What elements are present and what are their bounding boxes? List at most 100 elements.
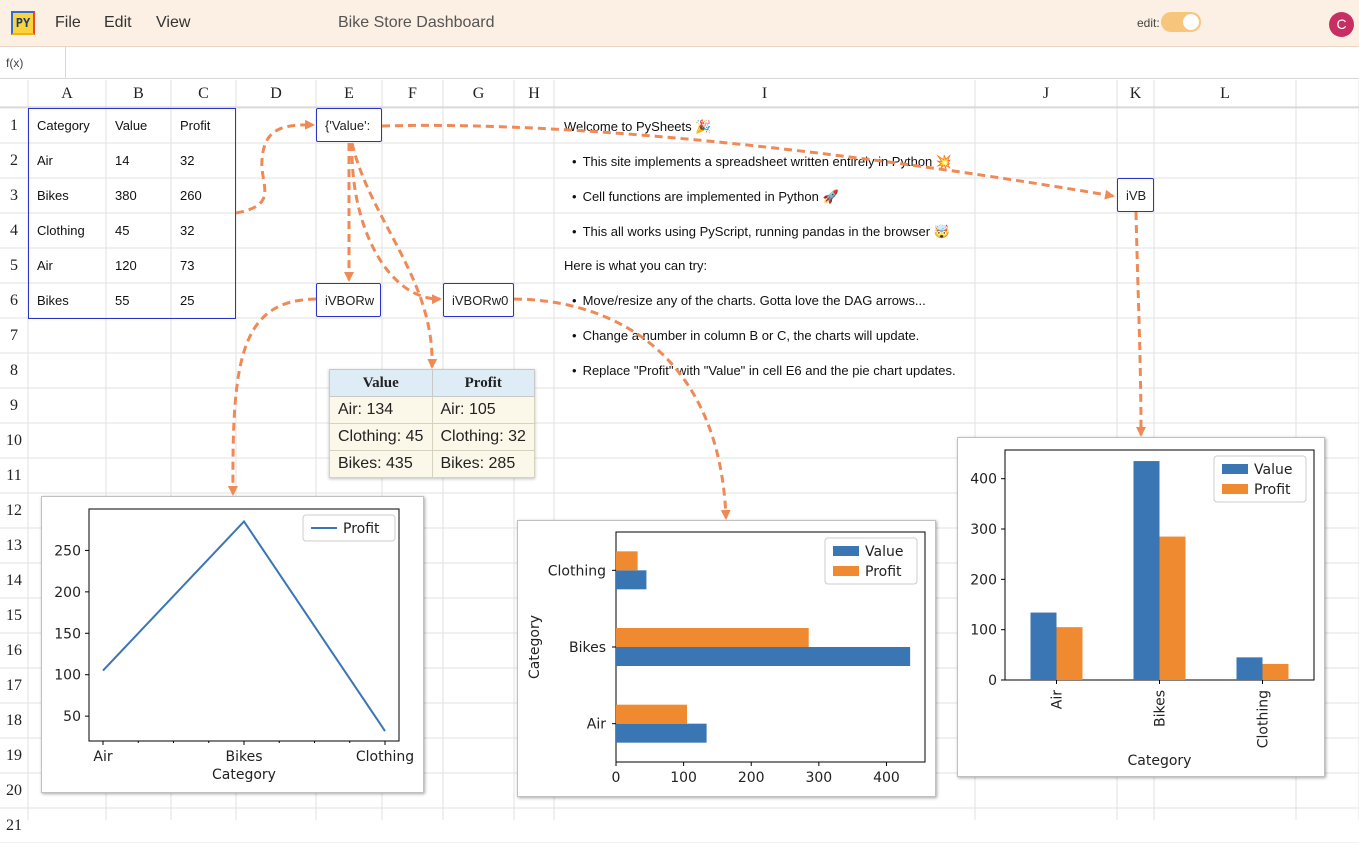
table-cell[interactable]: Bikes xyxy=(37,293,69,308)
y-tick-label: 50 xyxy=(63,709,81,725)
try-heading: Here is what you can try: xyxy=(564,258,707,273)
row-header-6[interactable]: 6 xyxy=(0,283,28,318)
menu-file[interactable]: File xyxy=(55,14,81,32)
column-header-h[interactable]: H xyxy=(514,80,554,107)
column-header-j[interactable]: J xyxy=(975,80,1117,107)
column-header-k[interactable]: K xyxy=(1117,80,1154,107)
summary-cell: Air: 105 xyxy=(432,397,535,424)
table-cell[interactable]: 55 xyxy=(115,293,129,308)
table-header-cell[interactable]: Category xyxy=(37,118,90,133)
x-axis-label: Category xyxy=(1128,753,1192,769)
column-header-l[interactable]: L xyxy=(1154,80,1296,107)
column-header-a[interactable]: A xyxy=(28,80,106,107)
row-header-21[interactable]: 21 xyxy=(0,808,28,843)
summary-header-value: Value xyxy=(330,370,433,397)
table-cell[interactable]: Bikes xyxy=(37,188,69,203)
table-cell[interactable]: Air xyxy=(37,153,53,168)
data-range-selection[interactable] xyxy=(28,108,236,319)
column-header-g[interactable]: G xyxy=(443,80,514,107)
cell-k3[interactable]: iVB xyxy=(1117,178,1154,212)
bar-profit xyxy=(1160,537,1186,680)
column-header-d[interactable]: D xyxy=(236,80,316,107)
x-tick-label: 0 xyxy=(612,770,621,786)
bar-profit xyxy=(616,705,687,724)
legend-label: Profit xyxy=(865,564,902,580)
y-tick-label: 150 xyxy=(54,626,81,642)
x-tick-label: 300 xyxy=(805,770,832,786)
row-header-18[interactable]: 18 xyxy=(0,703,28,738)
formula-input[interactable] xyxy=(70,51,1350,75)
menu-view[interactable]: View xyxy=(156,14,190,32)
summary-cell: Bikes: 285 xyxy=(432,451,535,478)
bar-value xyxy=(616,570,646,589)
table-cell[interactable]: 32 xyxy=(180,153,194,168)
table-cell[interactable]: 32 xyxy=(180,223,194,238)
summary-cell: Bikes: 435 xyxy=(330,451,433,478)
table-header-cell[interactable]: Value xyxy=(115,118,147,133)
cell-g6[interactable]: iVBORw0 xyxy=(443,283,514,317)
row-header-8[interactable]: 8 xyxy=(0,353,28,388)
y-tick-label: Air xyxy=(587,717,606,733)
column-header-b[interactable]: B xyxy=(106,80,171,107)
table-cell[interactable]: 73 xyxy=(180,258,194,273)
row-header-10[interactable]: 10 xyxy=(0,423,28,458)
row-header-13[interactable]: 13 xyxy=(0,528,28,563)
table-cell[interactable]: 380 xyxy=(115,188,137,203)
pysheets-logo-icon[interactable]: PY xyxy=(11,11,35,35)
user-avatar[interactable]: C xyxy=(1329,12,1354,37)
y-tick-label: 300 xyxy=(970,522,997,538)
table-cell[interactable]: 45 xyxy=(115,223,129,238)
row-header-15[interactable]: 15 xyxy=(0,598,28,633)
table-cell[interactable]: 14 xyxy=(115,153,129,168)
row-header-19[interactable]: 19 xyxy=(0,738,28,773)
row-header-5[interactable]: 5 xyxy=(0,248,28,283)
toggle-knob xyxy=(1183,14,1199,30)
cell-e1[interactable]: {'Value': xyxy=(316,108,382,142)
row-header-9[interactable]: 9 xyxy=(0,388,28,423)
summary-cell: Clothing: 45 xyxy=(330,424,433,451)
bar-profit xyxy=(616,551,638,570)
row-header-16[interactable]: 16 xyxy=(0,633,28,668)
row-header-20[interactable]: 20 xyxy=(0,773,28,808)
column-header-c[interactable]: C xyxy=(171,80,236,107)
y-tick-label: 400 xyxy=(970,472,997,488)
bar-value xyxy=(1134,461,1160,680)
bar-value xyxy=(1237,657,1263,680)
summary-table[interactable]: Value Profit Air: 134 Air: 105 Clothing:… xyxy=(329,369,535,478)
row-header-1[interactable]: 1 xyxy=(0,108,28,143)
cell-e6[interactable]: iVBORw xyxy=(316,283,381,317)
column-header-f[interactable]: F xyxy=(382,80,443,107)
bar-profit xyxy=(1057,627,1083,680)
table-cell[interactable]: 25 xyxy=(180,293,194,308)
table-header-cell[interactable]: Profit xyxy=(180,118,210,133)
table-cell[interactable]: 120 xyxy=(115,258,137,273)
row-header-3[interactable]: 3 xyxy=(0,178,28,213)
table-cell[interactable]: 260 xyxy=(180,188,202,203)
edit-toggle[interactable] xyxy=(1161,12,1201,32)
row-header-4[interactable]: 4 xyxy=(0,213,28,248)
row-header-7[interactable]: 7 xyxy=(0,318,28,353)
info-bullet: Cell functions are implemented in Python… xyxy=(572,189,839,205)
table-cell[interactable]: Air xyxy=(37,258,53,273)
x-tick-label: Air xyxy=(1050,690,1066,709)
formula-bar: f(x) xyxy=(0,47,1359,79)
function-icon: f(x) xyxy=(6,56,23,70)
column-header-e[interactable]: E xyxy=(316,80,382,107)
column-header-i[interactable]: I xyxy=(554,80,975,107)
table-cell[interactable]: Clothing xyxy=(37,223,85,238)
row-header-17[interactable]: 17 xyxy=(0,668,28,703)
row-header-14[interactable]: 14 xyxy=(0,563,28,598)
y-tick-label: Clothing xyxy=(548,563,606,579)
row-header-11[interactable]: 11 xyxy=(0,458,28,493)
document-title[interactable]: Bike Store Dashboard xyxy=(338,14,495,32)
summary-cell: Clothing: 32 xyxy=(432,424,535,451)
row-header-2[interactable]: 2 xyxy=(0,143,28,178)
row-header-12[interactable]: 12 xyxy=(0,493,28,528)
menu-edit[interactable]: Edit xyxy=(104,14,132,32)
